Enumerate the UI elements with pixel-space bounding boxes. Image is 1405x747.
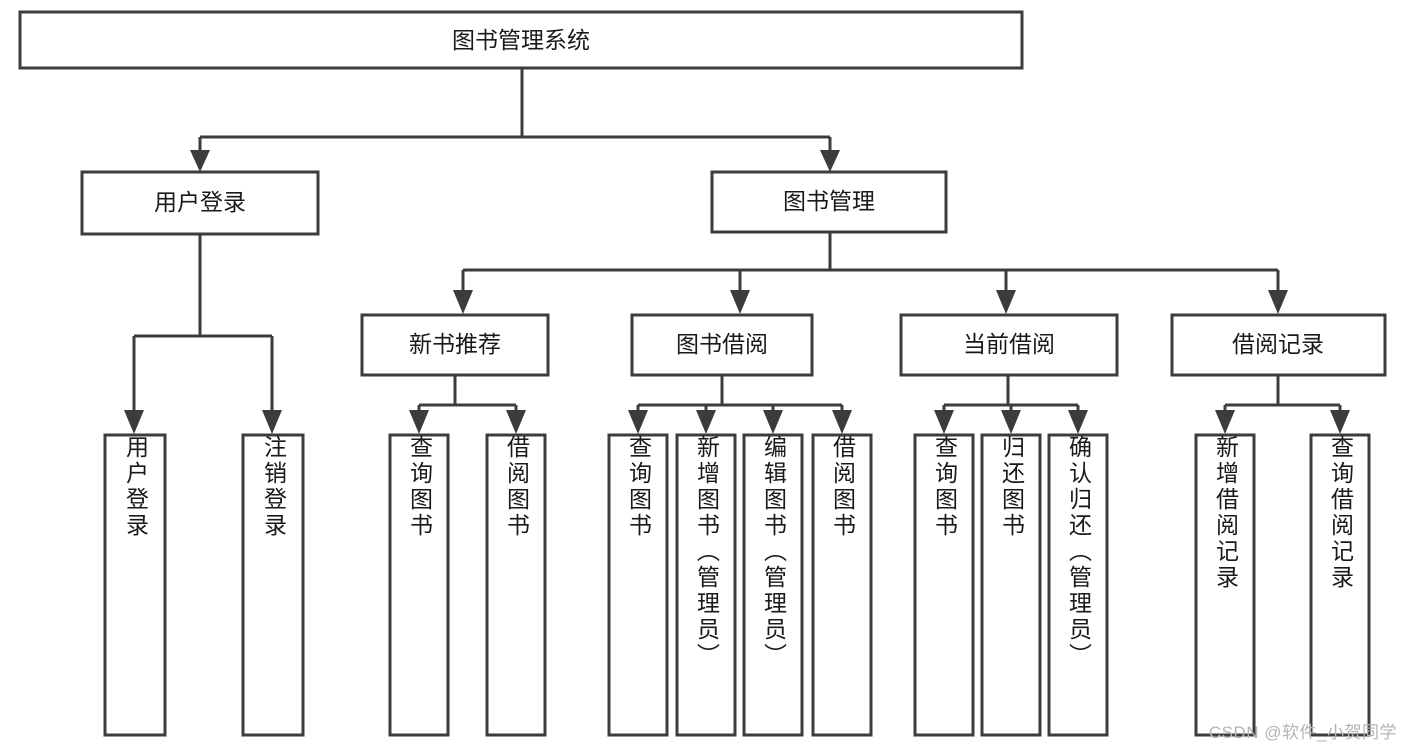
arrow-head-current-borrow: [996, 290, 1016, 314]
arrow-head-user-login: [190, 150, 210, 172]
leaf-box-br-2[interactable]: [1309, 433, 1371, 737]
arrow-head-br-leaf-2: [1330, 410, 1350, 434]
leaf-box-cb-3[interactable]: [1047, 433, 1109, 737]
node-borrow-record[interactable]: 借阅记录: [1170, 313, 1387, 377]
leaf-box-nbr-1[interactable]: [388, 433, 450, 737]
arrow-head-cb-leaf-1: [934, 410, 954, 434]
connector-current-borrow-bus: [942, 375, 1080, 412]
node-book-manage-label: 图书管理: [783, 188, 875, 214]
node-book-manage-box[interactable]: [710, 170, 948, 234]
watermark: CSDN @软件_小贺同学: [1208, 723, 1397, 742]
connectors-book-manage-to-level3: [453, 232, 1288, 314]
leaf-box-bb-4[interactable]: [811, 433, 873, 737]
arrow-head-book-manage: [820, 150, 840, 172]
node-borrow-record-box[interactable]: [1170, 313, 1387, 377]
leaf-box-bb-1[interactable]: [607, 433, 669, 737]
arrow-head-borrow-record: [1268, 290, 1288, 314]
connectors-book-borrow-to-leaves: [628, 375, 852, 434]
arrow-head-bb-leaf-1: [628, 410, 648, 434]
connectors-user-login-to-leaves: [124, 234, 282, 434]
leaf-box-br-1[interactable]: [1194, 433, 1256, 737]
leaf-box-cb-2[interactable]: [980, 433, 1042, 737]
node-new-book-recommend-box[interactable]: [360, 313, 550, 377]
node-user-login-label: 用户登录: [154, 189, 246, 215]
leaf-box-nbr-2[interactable]: [485, 433, 547, 737]
connector-book-borrow-bus: [636, 375, 844, 412]
node-current-borrow[interactable]: 当前借阅: [899, 313, 1119, 377]
node-new-book-recommend[interactable]: 新书推荐: [360, 313, 550, 377]
connector-book-manage-bus: [461, 232, 1280, 292]
leaf-box-user-login-1[interactable]: [103, 433, 167, 737]
arrow-head-bb-leaf-2: [696, 410, 716, 434]
connectors-borrow-record-to-leaves: [1215, 375, 1350, 434]
arrow-head-cb-leaf-3: [1068, 410, 1088, 434]
arrow-head-leaf-user-login: [124, 410, 144, 434]
connector-new-book-recommend-bus: [417, 375, 518, 412]
node-root-box[interactable]: [18, 10, 1024, 70]
connectors-current-borrow-to-leaves: [934, 375, 1088, 434]
node-book-borrow[interactable]: 图书借阅: [630, 313, 814, 377]
connector-user-login-bus: [132, 234, 274, 412]
node-root-label: 图书管理系统: [452, 27, 590, 53]
node-user-login-box[interactable]: [80, 170, 320, 236]
node-current-borrow-label: 当前借阅: [963, 331, 1055, 357]
leaf-box-bb-2[interactable]: [675, 433, 737, 737]
arrow-head-leaf-logout: [262, 410, 282, 434]
node-new-book-recommend-label: 新书推荐: [409, 331, 501, 357]
node-root[interactable]: 图书管理系统: [18, 10, 1024, 70]
leaf-box-bb-3[interactable]: [742, 433, 804, 737]
arrow-head-book-borrow: [730, 290, 750, 314]
arrow-head-bb-leaf-3: [763, 410, 783, 434]
connectors-root-level2: [190, 68, 840, 172]
node-current-borrow-box[interactable]: [899, 313, 1119, 377]
connector-borrow-record-bus: [1223, 375, 1342, 412]
arrow-head-bb-leaf-4: [832, 410, 852, 434]
node-borrow-record-label: 借阅记录: [1232, 331, 1324, 357]
node-book-borrow-label: 图书借阅: [676, 331, 768, 357]
leaf-box-user-login-2[interactable]: [241, 433, 305, 737]
connectors-new-book-recommend-to-leaves: [409, 375, 526, 434]
arrow-head-new-book-recommend: [453, 290, 473, 314]
node-book-borrow-box[interactable]: [630, 313, 814, 377]
arrow-head-nbr-leaf-1: [409, 410, 429, 434]
leaf-box-cb-1[interactable]: [913, 433, 975, 737]
connector-root-to-level2: [198, 68, 832, 152]
arrow-head-br-leaf-1: [1215, 410, 1235, 434]
arrow-head-cb-leaf-2: [1001, 410, 1021, 434]
arrow-head-nbr-leaf-2: [506, 410, 526, 434]
node-user-login[interactable]: 用户登录: [80, 170, 320, 236]
node-book-manage[interactable]: 图书管理: [710, 170, 948, 234]
